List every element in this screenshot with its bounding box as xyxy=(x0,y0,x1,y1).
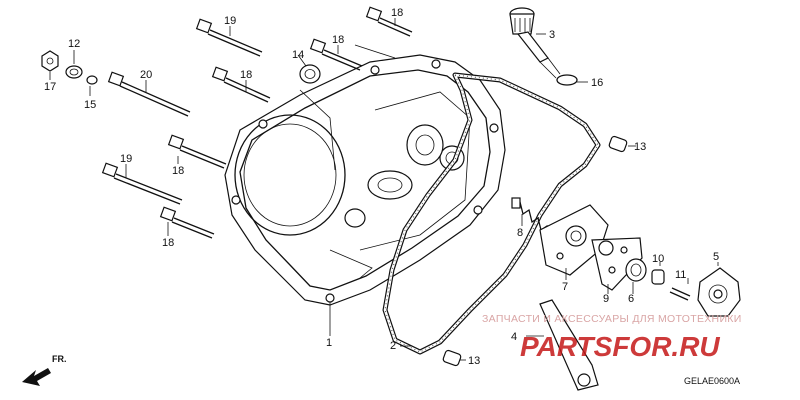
callout-3: 3 xyxy=(549,29,555,41)
callout-15: 15 xyxy=(84,99,96,111)
callout-18: 18 xyxy=(240,69,252,81)
callout-11: 11 xyxy=(675,269,686,281)
o-ring xyxy=(556,74,578,86)
callout-9: 9 xyxy=(603,293,609,305)
callout-5: 5 xyxy=(713,251,719,263)
callout-6: 6 xyxy=(628,293,634,305)
watermark-tagline: ЗАПЧАСТИ И АКСЕССУАРЫ ДЛЯ МОТОТЕХНИКИ xyxy=(482,313,742,325)
callout-7: 7 xyxy=(562,281,568,293)
callout-20: 20 xyxy=(140,69,152,81)
callout-14: 14 xyxy=(292,49,304,61)
callout-10: 10 xyxy=(652,253,664,265)
callout-12: 12 xyxy=(68,38,80,50)
leader-lines xyxy=(49,18,719,361)
bolts xyxy=(101,6,413,239)
kick-arm xyxy=(539,299,599,391)
watermark: ЗАПЧАСТИ И АКСЕССУАРЫ ДЛЯ МОТОТЕХНИКИ PA… xyxy=(482,313,742,362)
callout-17: 17 xyxy=(44,81,56,93)
front-label: FR. xyxy=(52,354,67,364)
oil-filler-cap xyxy=(509,7,561,79)
callout-19: 19 xyxy=(224,15,236,27)
dowel-pins xyxy=(442,135,628,367)
front-arrow-icon xyxy=(22,368,51,386)
small-parts xyxy=(41,50,321,85)
callout-18: 18 xyxy=(391,7,403,19)
callout-13: 13 xyxy=(468,355,480,367)
watermark-brand: PARTSFOR.RU xyxy=(520,331,720,362)
callout-numbers: 19 18 18 14 12 17 15 20 18 18 19 18 3 16… xyxy=(44,7,719,367)
callout-19: 19 xyxy=(120,153,132,165)
callout-2: 2 xyxy=(390,340,396,352)
spindle-assembly xyxy=(511,197,741,317)
front-direction-indicator: FR. xyxy=(22,354,67,386)
callout-4: 4 xyxy=(511,331,517,343)
diagram-code: GELAE0600A xyxy=(684,376,740,386)
callout-13: 13 xyxy=(634,141,646,153)
callout-16: 16 xyxy=(591,77,603,89)
crankcase-cover xyxy=(224,54,506,306)
callout-8: 8 xyxy=(517,227,523,239)
cover-gasket xyxy=(382,72,601,355)
callout-1: 1 xyxy=(326,337,332,349)
callout-18: 18 xyxy=(162,237,174,249)
callout-18: 18 xyxy=(332,34,344,46)
callout-18: 18 xyxy=(172,165,184,177)
